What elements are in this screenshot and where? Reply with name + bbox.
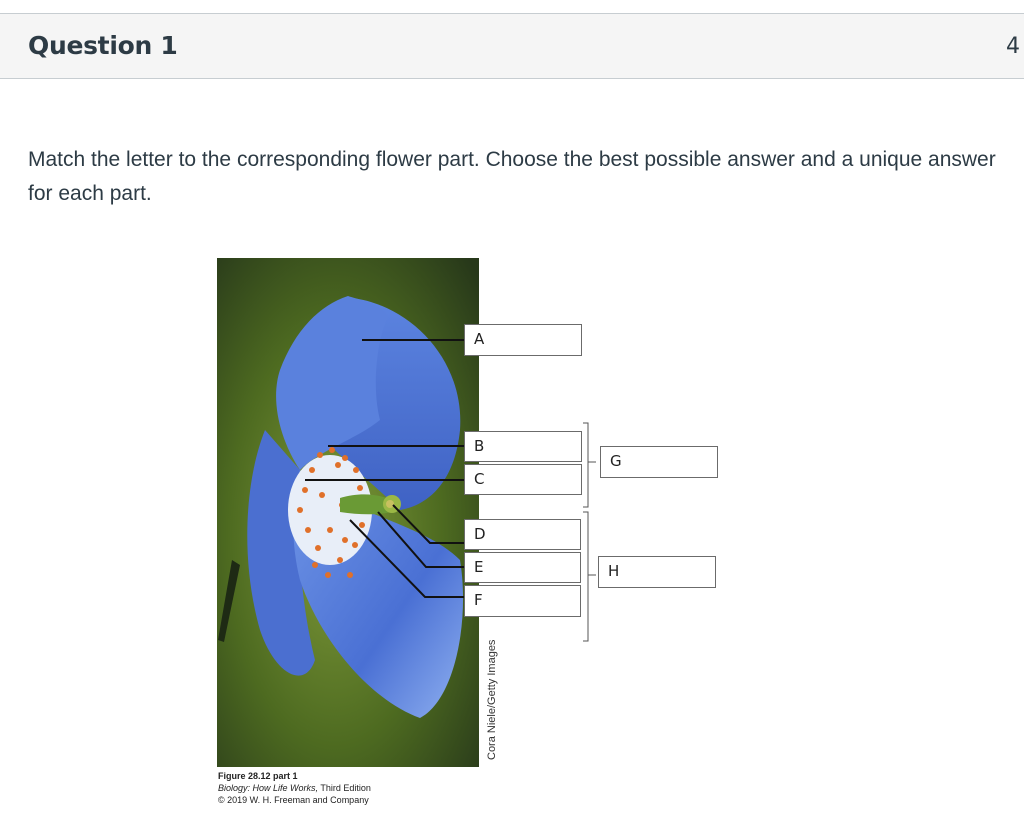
photo-credit: Cora Niele/Getty Images bbox=[486, 639, 498, 760]
caption-source: Biology: How Life Works, Third Edition bbox=[218, 782, 371, 794]
label-box-a[interactable]: A bbox=[464, 324, 582, 356]
label-box-b[interactable]: B bbox=[464, 431, 582, 462]
label-letter-b: B bbox=[474, 437, 485, 455]
label-box-g[interactable]: G bbox=[600, 446, 718, 478]
label-letter-d: D bbox=[474, 525, 486, 543]
caption-edition: Third Edition bbox=[318, 783, 371, 793]
figure-caption: Figure 28.12 part 1 Biology: How Life Wo… bbox=[218, 770, 371, 806]
caption-title: Figure 28.12 part 1 bbox=[218, 771, 298, 781]
label-box-h[interactable]: H bbox=[598, 556, 716, 588]
leader-lines bbox=[305, 339, 468, 598]
label-letter-e: E bbox=[474, 558, 484, 576]
question-points: 4 bbox=[1006, 34, 1020, 59]
caption-book-title: Biology: How Life Works, bbox=[218, 783, 319, 793]
label-box-d[interactable]: D bbox=[464, 519, 581, 550]
question-text: Match the letter to the corresponding fl… bbox=[28, 148, 996, 205]
label-letter-f: F bbox=[474, 591, 483, 609]
label-box-f[interactable]: F bbox=[464, 585, 581, 617]
label-letter-c: C bbox=[474, 470, 485, 488]
label-letter-a: A bbox=[474, 330, 485, 348]
question-title: Question 1 bbox=[28, 31, 178, 60]
caption-copyright: © 2019 W. H. Freeman and Company bbox=[218, 795, 369, 805]
question-header: Question 1 4 bbox=[0, 13, 1024, 79]
label-letter-h: H bbox=[608, 562, 620, 580]
label-box-c[interactable]: C bbox=[464, 464, 582, 495]
label-letter-g: G bbox=[610, 452, 622, 470]
label-box-e[interactable]: E bbox=[464, 552, 581, 583]
bracket-lines bbox=[583, 422, 596, 642]
